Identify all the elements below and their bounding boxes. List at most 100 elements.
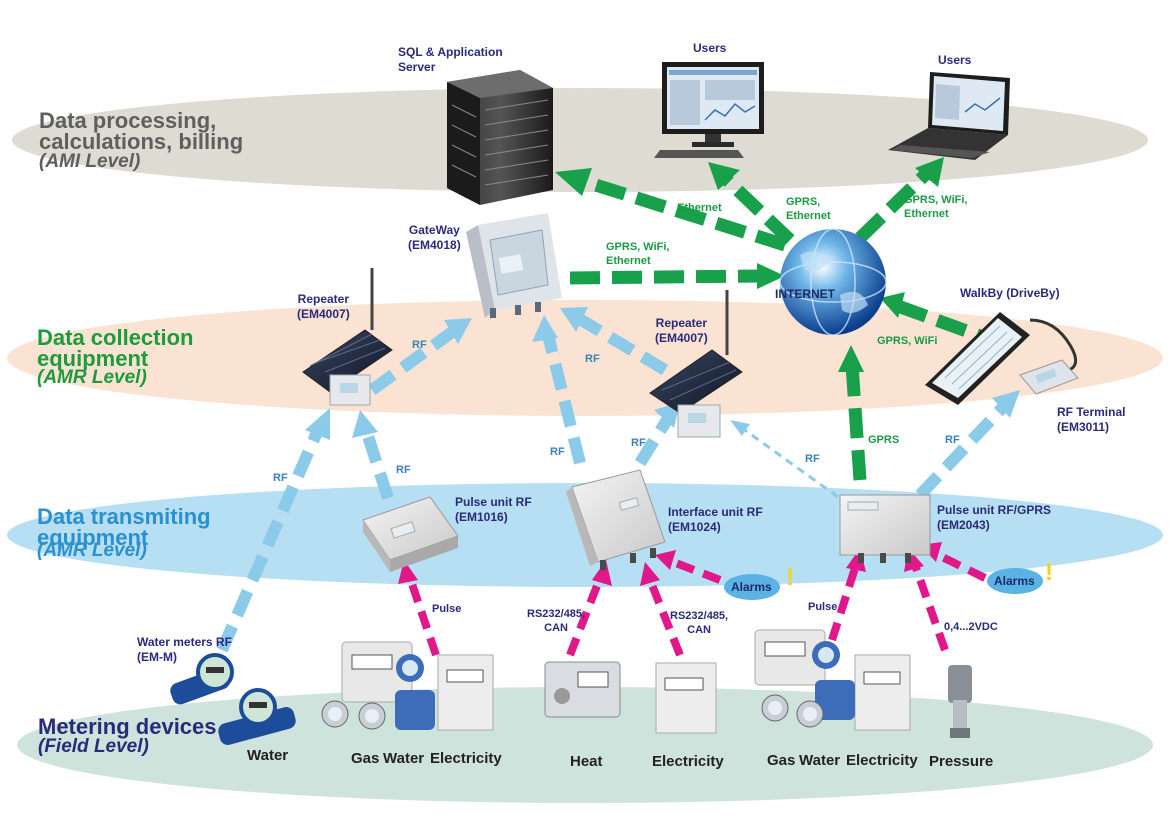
collection-level-title: Data collection equipment	[37, 325, 194, 371]
field-water2-label: Water	[383, 750, 425, 767]
collection-title-line1: Data collection	[37, 325, 194, 350]
users-2-label: Users	[938, 53, 972, 67]
server-rack-icon	[447, 70, 553, 205]
gprs-wifi-ethernet-top-line1: GPRS, WiFi,	[904, 194, 968, 206]
rf-terminal-label-line1: RF Terminal	[1057, 405, 1126, 419]
gprs-ethernet-line1: GPRS,	[786, 196, 821, 208]
interface-unit-rf-label: Interface unit RF (EM1024)	[668, 505, 763, 535]
ami-title-line2: calculations, billing	[39, 129, 244, 154]
rf-terminal-label-line2: (EM3011)	[1057, 420, 1110, 434]
water-meters-rf-label: Water meters RF (EM-M)	[137, 635, 232, 665]
water-meters-rf-icon	[170, 653, 296, 745]
server-label: SQL & Application Server	[398, 45, 503, 75]
rf-label-8: RF	[945, 434, 960, 446]
interface-unit-rf-label-line2: (EM1024)	[668, 520, 721, 534]
field-electricity2-label: Electricity	[652, 753, 724, 770]
tablet-icon	[925, 312, 1078, 405]
gprs-wifi-ethernet-top-line2: Ethernet	[904, 208, 949, 220]
electricity-meter-2-icon	[655, 662, 717, 734]
repeater-1-label: Repeater (EM4007)	[297, 292, 350, 322]
green-arrowheads	[555, 157, 944, 372]
transmitting-title-line2: equipment	[37, 525, 149, 550]
collection-level-subtitle: (AMR Level)	[37, 367, 147, 388]
rf-terminal-icon	[1019, 359, 1079, 395]
pulse-unit-rf-gprs-label-line1: Pulse unit RF/GPRS	[937, 503, 1052, 517]
gprs-label: GPRS	[868, 434, 900, 446]
transmitting-title-line1: Data transmiting	[37, 504, 211, 529]
ami-level-band	[12, 88, 1148, 192]
rs232-label-2-line1: RS232/485,	[670, 610, 729, 622]
alarms-2-badge: !	[987, 559, 1053, 594]
gateway-label: GateWay (EM4018)	[408, 223, 461, 253]
transmitting-level-title: Data transmiting equipment	[37, 504, 211, 550]
gateway-label-line2: (EM4018)	[408, 238, 461, 252]
gateway-label-line1: GateWay	[408, 223, 460, 237]
rs232-label-1-line2: CAN	[544, 622, 568, 634]
rf-label-5: RF	[273, 472, 288, 484]
rf-label-7: RF	[805, 453, 820, 465]
repeater-2-label-line1: Repeater	[655, 316, 708, 330]
gprs-wifi-ethernet-gateway-label: GPRS, WiFi, Ethernet	[606, 240, 669, 268]
metering-level-title: Metering devices	[38, 714, 217, 739]
gprs-wifi-label: GPRS, WiFi	[877, 335, 938, 347]
pulse-unit-rf-gprs-icon	[839, 494, 931, 563]
pulse-unit-rf-icon	[362, 496, 459, 572]
pulse-label-2: Pulse	[808, 601, 838, 613]
ethernet-label: Ethernet	[677, 202, 722, 214]
gprs-wifi-ethernet-top-label: GPRS, WiFi, Ethernet	[904, 193, 967, 221]
field-electricity3-label: Electricity	[846, 752, 918, 769]
pulse-unit-rf-label-line2: (EM1016)	[455, 510, 508, 524]
field-water-label: Water	[247, 747, 289, 764]
ami-title-line1: Data processing,	[39, 108, 217, 133]
gprs-ethernet-label: GPRS, Ethernet	[786, 195, 831, 223]
pulse-unit-rf-gprs-label: Pulse unit RF/GPRS (EM2043)	[937, 503, 1051, 533]
gas-water-electricity-meters-1-icon	[321, 641, 494, 731]
analog-label: 0,4...2VDC	[944, 621, 998, 633]
blue-thin-arrow	[730, 420, 839, 499]
water-meters-rf-label-line1: Water meters RF	[137, 635, 232, 649]
blue-arrowheads	[305, 307, 1020, 440]
rs232-label-2: RS232/485, CAN	[670, 609, 728, 637]
alarms-2-label: Alarms	[994, 574, 1035, 588]
repeater-2-icon	[649, 290, 743, 438]
gprs-wifi-ethernet-gateway-line2: Ethernet	[606, 255, 651, 267]
pulse-label-1: Pulse	[432, 603, 462, 615]
field-heat-label: Heat	[570, 753, 603, 770]
magenta-arrows	[406, 548, 987, 657]
rf-label-1: RF	[412, 339, 427, 351]
field-water3-label: Water	[799, 752, 841, 769]
water-meters-rf-label-line2: (EM-M)	[137, 650, 177, 664]
gas-water-electricity-meters-3-icon	[754, 629, 911, 731]
gateway-device-icon	[466, 213, 562, 318]
field-electricity-label: Electricity	[430, 750, 502, 767]
interface-unit-rf-label-line1: Interface unit RF	[668, 505, 763, 519]
collection-level-band	[7, 300, 1163, 416]
blue-arrows	[216, 312, 1010, 653]
collection-title-line2: equipment	[37, 346, 149, 371]
ami-level-subtitle: (AMI Level)	[39, 151, 141, 172]
pulse-unit-rf-label: Pulse unit RF (EM1016)	[455, 495, 532, 525]
rs232-label-2-line2: CAN	[687, 624, 711, 636]
heat-meter-icon	[544, 661, 621, 718]
rf-label-6: RF	[396, 464, 411, 476]
rf-label-2: RF	[585, 353, 600, 365]
internet-globe-icon	[779, 228, 887, 336]
repeater-1-label-line2: (EM4007)	[297, 307, 350, 321]
metering-level-subtitle: (Field Level)	[38, 736, 149, 757]
transmitting-level-subtitle: (AMR Level)	[37, 540, 147, 561]
server-label-line1: SQL & Application	[398, 45, 503, 59]
server-label-line2: Server	[398, 60, 436, 74]
rs232-label-1: RS232/485, CAN	[527, 607, 585, 635]
field-pressure-label: Pressure	[929, 753, 994, 770]
svg-text:!: !	[786, 564, 794, 591]
gprs-wifi-ethernet-gateway-line1: GPRS, WiFi,	[606, 241, 670, 253]
desktop-computer-icon	[654, 62, 764, 158]
pressure-sensor-icon	[948, 665, 972, 738]
internet-label: INTERNET	[775, 287, 835, 301]
rs232-label-1-line1: RS232/485,	[527, 608, 586, 620]
rf-terminal-label: RF Terminal (EM3011)	[1057, 405, 1125, 435]
field-gas3-label: Gas	[767, 752, 796, 769]
interface-unit-rf-icon	[566, 469, 666, 570]
gprs-ethernet-line2: Ethernet	[786, 210, 831, 222]
